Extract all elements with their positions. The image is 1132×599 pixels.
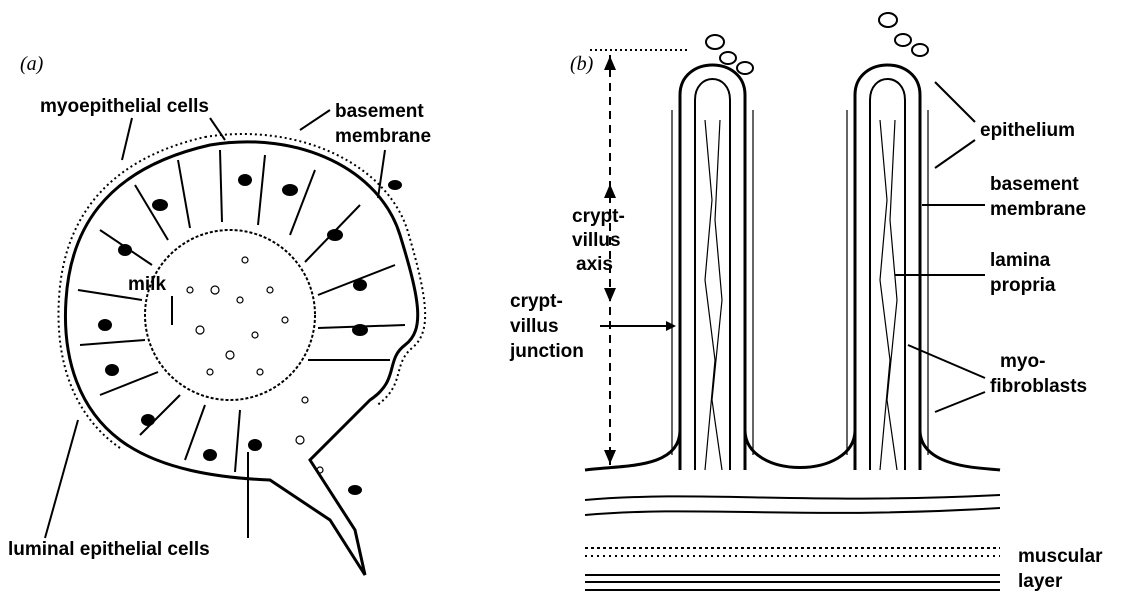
muscular-layer-band [585,548,1000,590]
label-muscular-1: muscular [1018,546,1103,567]
label-crypt-junction-3: junction [509,341,584,362]
axis-arrow-down [604,450,616,464]
label-milk: milk [128,274,166,295]
label-lamina-2: propria [990,275,1056,296]
lumen [145,230,315,400]
panel-a: (a) [8,53,431,575]
label-crypt-junction-1: crypt- [510,291,563,312]
crypt-right [920,430,1000,470]
villus-left [680,65,745,470]
label-basement-b-2: membrane [990,199,1086,220]
label-basement-a-1: basement [335,101,424,122]
panel-a-tag: (a) [20,53,44,75]
label-luminal-epithelial-cells: luminal epithelial cells [8,539,210,560]
luminal-cell-walls [78,150,405,472]
pointer-crypt-junction-head [666,321,676,331]
villus-right [855,65,920,470]
pointer-myoepithelial [122,118,132,160]
axis-arrow-up [604,56,616,70]
label-myoepithelial-cells: myoepithelial cells [40,96,209,117]
label-epithelium: epithelium [980,120,1075,141]
label-crypt-axis-2: villus [572,230,621,251]
axis-arrow-down-mid [604,288,616,302]
pointer-basement-a-2 [378,150,385,198]
alveolus-outline [65,142,417,575]
villus-left-inner [695,79,730,470]
pointer-epithelium [935,82,975,122]
pointer-luminal [45,420,78,538]
pointer-basement-a [300,110,330,130]
label-myofib-1: myo- [1000,351,1045,372]
label-muscular-2: layer [1018,571,1063,592]
crypt-left [585,430,680,470]
panel-b: (b) [509,13,1103,592]
pointer-myofib-2 [935,392,985,412]
nuclei [98,174,402,495]
epithelial-cell-rows [672,110,928,455]
label-basement-b-1: basement [990,174,1079,195]
axis-arrow-up-mid [604,184,616,198]
label-crypt-junction-2: villus [510,316,559,337]
label-crypt-axis-3: axis [576,254,613,275]
pointer-epithelium-2 [935,140,975,168]
label-myofib-2: fibroblasts [990,376,1087,397]
label-lamina-1: lamina [990,250,1051,271]
pointer-myoepithelial-2 [210,118,225,140]
submucosa [585,495,1000,515]
label-crypt-axis-1: crypt- [572,206,625,227]
lamina-propria-strands [705,120,897,470]
crypt-center [745,430,855,468]
label-basement-a-2: membrane [335,126,431,147]
panel-b-tag: (b) [570,53,594,75]
